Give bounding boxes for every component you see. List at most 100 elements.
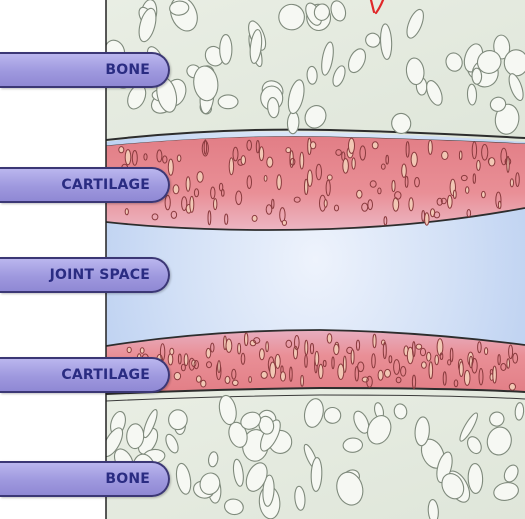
cartilage-cell: [334, 344, 339, 354]
cartilage-cell: [319, 364, 323, 378]
cartilage-cell: [301, 375, 304, 386]
cartilage-cell: [409, 198, 413, 211]
label-bone-top: BONE: [0, 52, 170, 88]
cartilage-cell: [349, 138, 355, 153]
cartilage-cell: [127, 347, 131, 352]
cartilage-cell: [372, 142, 378, 149]
cartilage-cell: [261, 371, 267, 378]
cartilage-cell: [281, 372, 286, 381]
cartilage-cell: [238, 343, 241, 354]
cartilage-cell: [493, 366, 497, 383]
cartilage-cell: [305, 340, 308, 355]
cartilage-cell: [206, 348, 211, 358]
cartilage-cell: [464, 370, 470, 385]
label-joint-space-text: JOINT SPACE: [50, 267, 150, 283]
cartilage-cell: [241, 156, 245, 165]
cartilage-cell: [373, 334, 376, 347]
cartilage-cell: [510, 179, 513, 187]
cartilage-cell: [352, 158, 355, 169]
cartilage-cell: [184, 354, 188, 366]
cartilage-cell: [259, 147, 263, 161]
cartilage-cell: [226, 339, 232, 352]
cartilage-cell: [422, 362, 427, 368]
cartilage-cell: [275, 354, 280, 368]
label-joint-space: JOINT SPACE: [0, 257, 170, 293]
cartilage-cell: [351, 350, 354, 364]
cartilage-cell: [282, 220, 286, 225]
cartilage-cell: [507, 156, 509, 172]
cartilage-cell: [174, 372, 180, 379]
cartilage-cell: [168, 354, 173, 365]
cartilage-cell: [177, 155, 181, 162]
cartilage-cell: [416, 344, 422, 349]
cartilage-cell: [429, 362, 433, 379]
cartilage-cell: [125, 150, 131, 165]
cartilage-cell: [315, 351, 319, 365]
cartilage-cell: [245, 333, 248, 346]
cartilage-cell: [448, 195, 453, 208]
cartilage-cell: [197, 172, 203, 183]
bone-pore: [467, 84, 477, 105]
cartilage-cell: [201, 380, 206, 387]
cartilage-cell: [392, 180, 395, 191]
cartilage-cell: [485, 348, 488, 355]
cartilage-cell: [196, 376, 201, 382]
bone-pore: [307, 66, 318, 84]
cartilage-cell: [402, 164, 407, 177]
cartilage-cell: [266, 342, 269, 352]
label-cartilage-top: CARTILAGE: [0, 167, 170, 203]
bone-pore: [472, 68, 482, 84]
cartilage-cell: [125, 209, 128, 215]
label-bone-bottom: BONE: [0, 461, 170, 497]
cartilage-cell: [252, 215, 257, 221]
cartilage-cell: [509, 383, 515, 390]
cartilage-cell: [225, 376, 230, 383]
cartilage-cell: [286, 148, 291, 153]
cartilage-cell: [327, 334, 332, 343]
cartilage-cell: [498, 201, 501, 208]
cartilage-cell: [477, 160, 481, 170]
cartilage-cell: [327, 175, 332, 180]
cartilage-cell: [357, 190, 362, 198]
cartilage-cell: [425, 213, 429, 225]
cartilage-cell: [119, 147, 124, 153]
cartilage-cell: [378, 370, 383, 380]
cartilage-cell: [442, 151, 448, 159]
cartilage-cell: [459, 151, 462, 160]
cartilage-cell: [249, 377, 252, 383]
cartilage-cell: [229, 158, 233, 175]
cartilage-cell: [267, 157, 273, 167]
cartilage-cell: [140, 348, 144, 354]
cartilage-cell: [393, 198, 399, 211]
cartilage-cell: [168, 159, 173, 175]
label-bone-bottom-text: BONE: [105, 471, 150, 487]
bone-pore: [126, 424, 144, 449]
cartilage-cell: [324, 200, 327, 208]
cartilage-cell: [411, 152, 417, 166]
cartilage-cell: [260, 349, 265, 360]
bone-pore: [168, 410, 187, 430]
bone-pore: [324, 407, 341, 423]
cartilage-cell: [343, 159, 349, 174]
cartilage-cell: [277, 175, 282, 190]
label-cartilage-top-text: CARTILAGE: [61, 177, 150, 193]
cartilage-cell: [190, 196, 194, 212]
cartilage-cell: [308, 170, 313, 186]
cartilage-cell: [507, 359, 510, 369]
cartilage-cell: [214, 199, 217, 210]
cartilage-cell: [170, 348, 174, 354]
cartilage-cell: [300, 152, 304, 169]
cartilage-cell: [270, 362, 276, 378]
cartilage-cell: [459, 362, 463, 377]
label-cartilage-bottom: CARTILAGE: [0, 357, 170, 393]
cartilage-cell: [489, 158, 495, 166]
cartilage-cell: [435, 355, 439, 365]
cartilage-cell: [233, 380, 239, 385]
cartilage-cell: [338, 364, 344, 379]
cartilage-cell: [427, 352, 431, 361]
cartilage-cell: [482, 191, 486, 197]
bone-pore: [343, 438, 363, 453]
cartilage-cell: [453, 190, 456, 198]
cartilage-cell: [343, 356, 346, 372]
cartilage-cell: [173, 185, 179, 194]
